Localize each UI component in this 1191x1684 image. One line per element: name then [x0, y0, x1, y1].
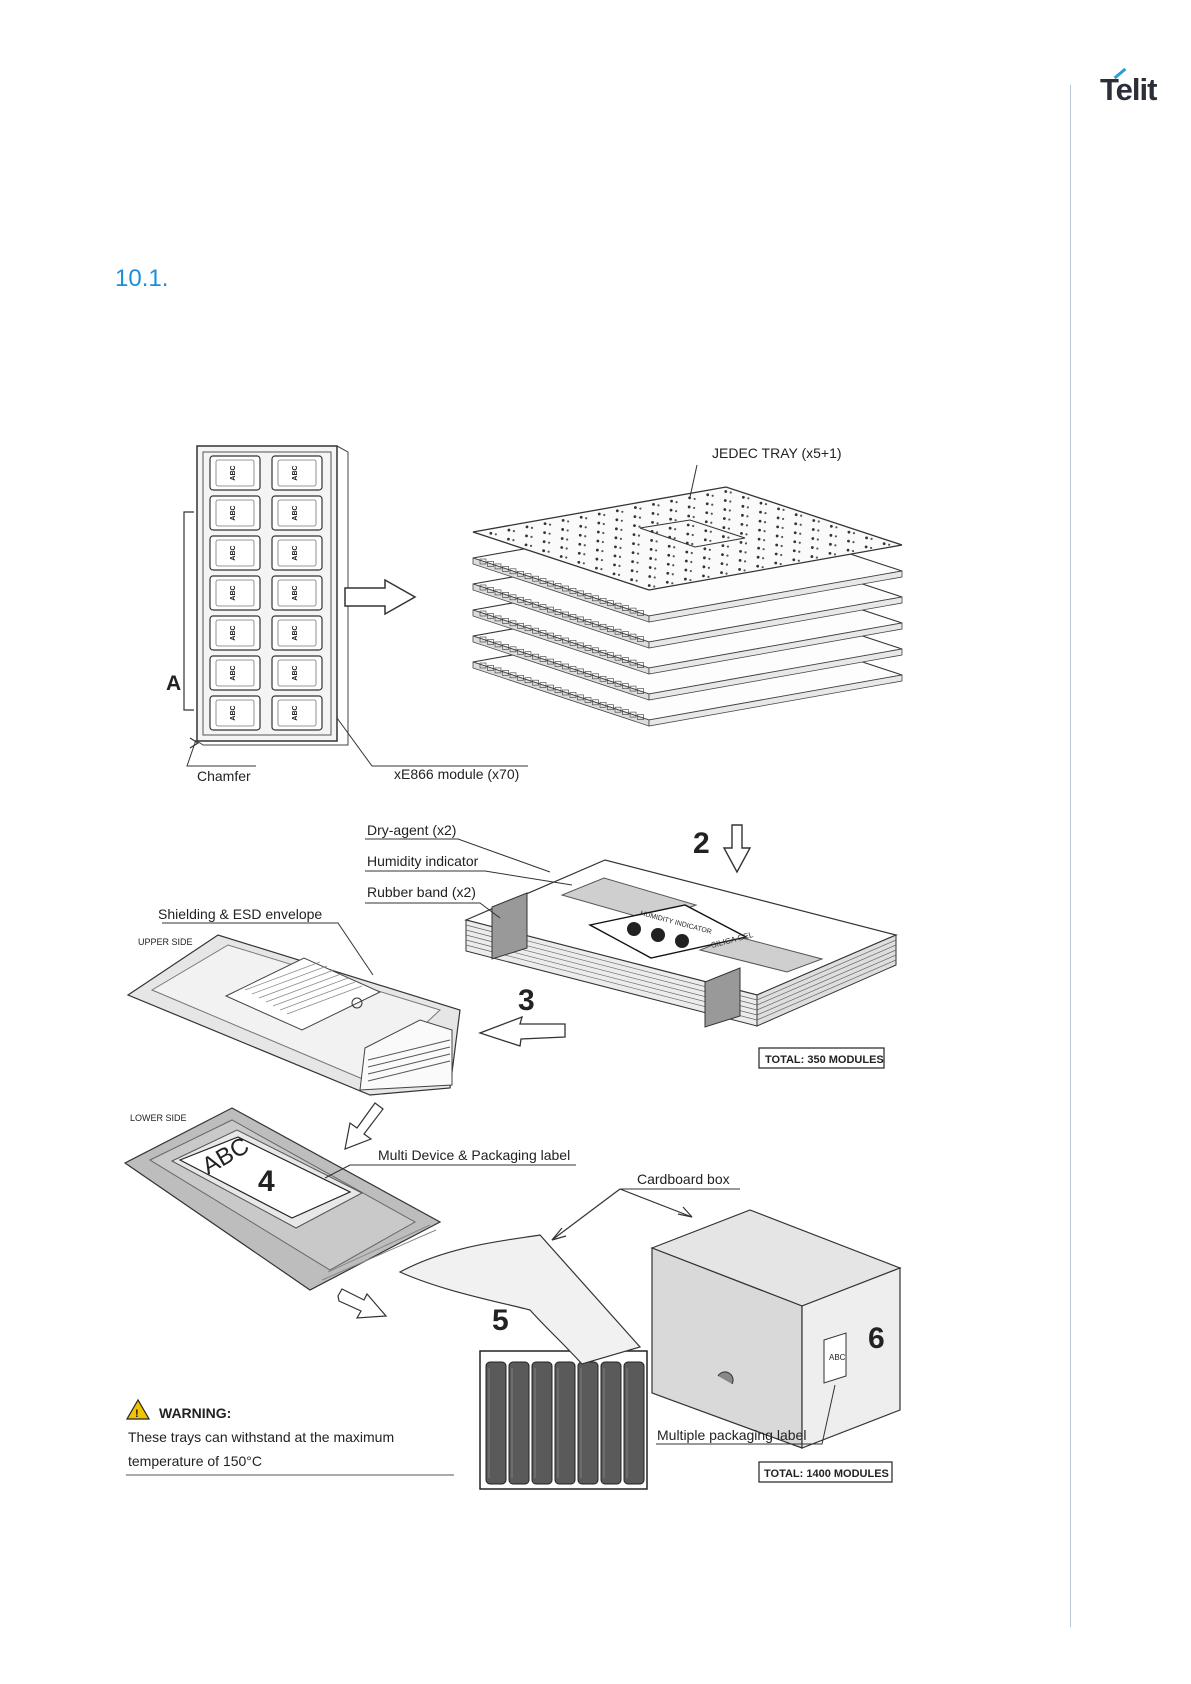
tray-cell-label: ABC	[230, 705, 237, 720]
tray-cell-label: ABC	[292, 545, 299, 560]
shielding-bag-lower: ABC	[123, 1107, 442, 1291]
warning-line1: These trays can withstand at the maximum	[128, 1429, 394, 1445]
tray-pockets	[489, 490, 891, 588]
tray-block-label: A	[166, 672, 181, 695]
tray-top-view: ABC ABC ABC ABC ABC ABC ABC ABC ABC ABC ABC ABC ABC A…	[166, 445, 349, 749]
tray-cell-label: ABC	[292, 705, 299, 720]
tray-cell-label: ABC	[292, 665, 299, 680]
section-number: 10.1.	[115, 265, 169, 292]
tray-cell-label: ABC	[230, 665, 237, 680]
jedec-tray-top	[472, 486, 903, 591]
step-6: 6	[868, 1322, 885, 1355]
step-5: 5	[492, 1304, 509, 1337]
warning-line2: temperature of 150°C	[128, 1453, 262, 1469]
warning-block: ! WARNING: These trays can withstand at …	[125, 1398, 454, 1476]
label-multi-device: Multi Device & Packaging label	[378, 1147, 570, 1163]
page-margin-rule	[1070, 85, 1071, 1627]
tray-cell-label: ABC	[230, 505, 237, 520]
label-jedec-tray: JEDEC TRAY (x5+1)	[712, 445, 842, 461]
svg-text:!: !	[135, 1408, 139, 1420]
total-1400: TOTAL: 1400 MODULES	[764, 1468, 889, 1480]
warning-title: WARNING:	[159, 1405, 231, 1421]
tray-cell-label: ABC	[230, 585, 237, 600]
arrow-left-icon	[478, 1015, 566, 1047]
box-label-text: ABC	[829, 1353, 846, 1362]
box-with-bags	[398, 1234, 648, 1490]
label-humidity-indicator: Humidity indicator	[367, 853, 479, 869]
tray-cells: ABC ABC ABC ABC ABC ABC ABC ABC ABC ABC ABC ABC ABC A…	[209, 455, 323, 731]
arrow-to-box-icon	[337, 1288, 388, 1319]
label-rubber-band: Rubber band (x2)	[367, 884, 476, 900]
tray-stack	[472, 486, 903, 727]
label-lower-side: LOWER SIDE	[130, 1113, 187, 1123]
label-chamfer: Chamfer	[197, 768, 251, 784]
tray-cell-label: ABC	[230, 545, 237, 560]
cardboard-box: ABC	[650, 1209, 902, 1449]
label-cardboard-box: Cardboard box	[637, 1171, 730, 1187]
total-350: TOTAL: 350 MODULES	[765, 1054, 884, 1066]
tray-cell-label: ABC	[292, 625, 299, 640]
label-upper-side: UPPER SIDE	[138, 937, 193, 947]
step-2: 2	[693, 827, 710, 860]
arrow-down-icon	[722, 824, 752, 874]
tray-cell-label: ABC	[230, 625, 237, 640]
shielding-bag-upper	[126, 934, 461, 1096]
label-shielding: Shielding & ESD envelope	[158, 906, 322, 922]
arrow-to-stack-icon	[344, 578, 417, 616]
bundled-stack: HUMIDITY INDICATOR SILICA GEL	[464, 859, 898, 1028]
arrow-diag-icon	[344, 1102, 384, 1150]
label-module: xE866 module (x70)	[394, 766, 519, 782]
tray-cell-label: ABC	[292, 585, 299, 600]
label-multiple-packaging: Multiple packaging label	[657, 1427, 806, 1443]
step-3: 3	[518, 984, 535, 1017]
tray-cell-label: ABC	[230, 465, 237, 480]
warning-icon	[125, 1398, 151, 1420]
tray-cell-label: ABC	[292, 465, 299, 480]
tray-cell-label: ABC	[292, 505, 299, 520]
telit-logo: Telit	[1100, 72, 1157, 107]
step-4: 4	[258, 1165, 275, 1198]
label-dry-agent: Dry-agent (x2)	[367, 822, 456, 838]
